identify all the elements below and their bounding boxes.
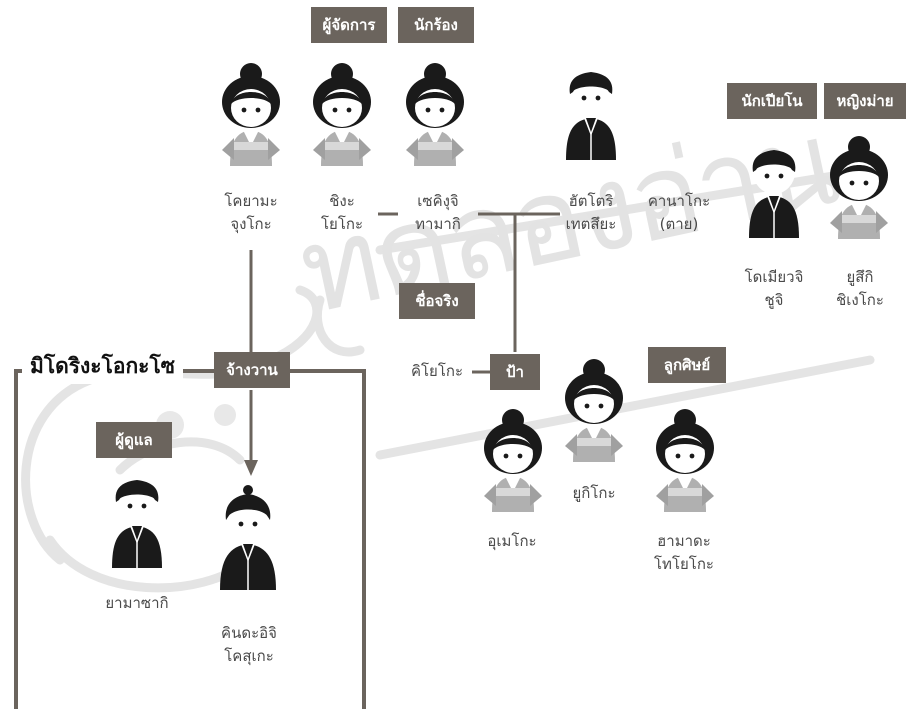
name-sekiguchi: เซคิงุจิ ทามากิ (415, 192, 461, 233)
name-domiyaji: โดเมียวจิ ชูจิ (744, 268, 804, 309)
figure-yukiko-icon (565, 359, 623, 462)
figure-sekiguchi-icon (406, 63, 464, 166)
name-shinga: ชิงะ โยโกะ (320, 192, 364, 233)
group-box-boarding-house (14, 369, 366, 709)
name-umeko: อุเมโกะ (487, 532, 537, 550)
group-title: มิโดริงะโอกะโซ (22, 348, 183, 384)
figure-shinga-icon (313, 63, 371, 166)
arrow-head-icon (244, 460, 258, 476)
name-yamazaki: ยามาซากิ (105, 594, 169, 612)
figure-domiyaji-icon (748, 149, 800, 239)
figure-kindaichi-icon (219, 484, 277, 591)
tag-disciple: ลูกศิษย์ (648, 347, 726, 383)
figure-hamada-icon (656, 409, 714, 512)
tag-hired: จ้างวาน (214, 352, 290, 388)
name-koyama: โคยามะ จุงโกะ (224, 192, 278, 233)
tag-dancer: หญิงม่าย (824, 83, 906, 119)
figure-koyama-icon (222, 63, 280, 166)
name-yukiko: ยูกิโกะ (572, 484, 616, 502)
name-kindaichi: คินดะอิจิ โคสุเกะ (221, 624, 277, 665)
name-kanako: คานาโกะ (ตาย) (647, 192, 711, 233)
figure-hattori-icon (565, 71, 617, 161)
name-kiyoko: คิโยโกะ (410, 362, 464, 380)
tag-aunt: ป้า (490, 354, 540, 390)
tag-manager: ผู้จัดการ (311, 7, 387, 43)
name-hamada: ฮามาดะ โทโยโกะ (654, 532, 714, 573)
tag-pianist: นักเปียโน (727, 83, 817, 119)
figure-umeko-icon (484, 409, 542, 512)
tag-caretaker: ผู้ดูแล (96, 422, 172, 458)
figure-yamazaki-icon (111, 479, 163, 569)
name-hattori: ฮัตโตริ เทตสึยะ (565, 192, 617, 233)
name-yuki: ยูสึกิ ชิเงโกะ (836, 268, 884, 309)
tag-real-name: ชื่อจริง (399, 283, 475, 319)
figure-yuki-icon (830, 136, 888, 239)
tag-singer: นักร้อง (398, 7, 474, 43)
